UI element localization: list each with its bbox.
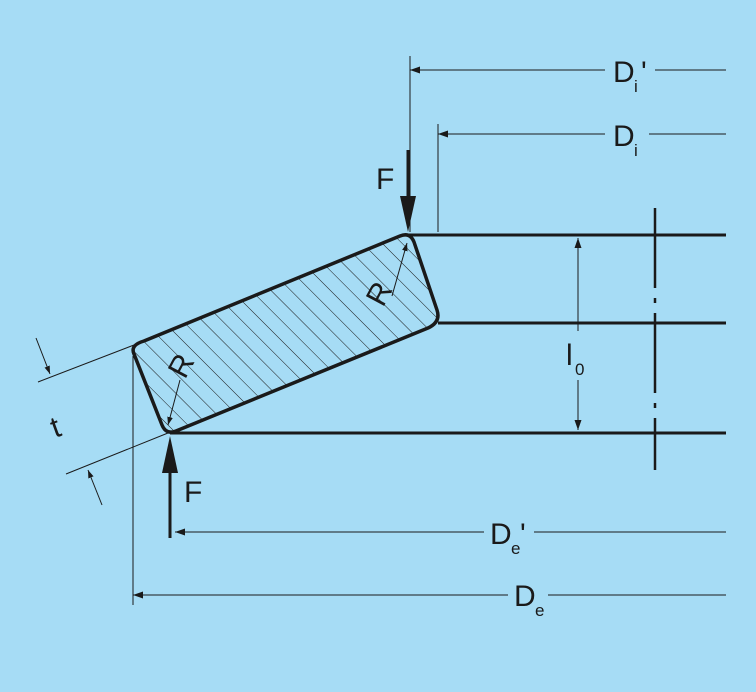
thickness-arrow-top: [35, 337, 51, 375]
di-prime-subscript: i: [634, 77, 638, 96]
force-bottom-arrowhead: [162, 436, 178, 473]
radius-outer-arrow: [167, 379, 181, 426]
de-prime-subscript: e: [511, 539, 520, 558]
di-subscript: i: [634, 141, 638, 160]
de-prime-label: D: [490, 518, 512, 551]
di-label: D: [613, 120, 635, 153]
di-prime-mark: ': [641, 56, 647, 89]
thickness-arrow-bottom: [87, 469, 103, 506]
height-label: l: [566, 339, 573, 372]
de-prime-mark: ': [520, 518, 526, 551]
thickness-extension-top: [37, 344, 135, 383]
force-top-label: F: [376, 163, 394, 196]
radius-inner-arrow: [391, 242, 408, 297]
de-subscript: e: [535, 601, 544, 620]
force-bottom-label: F: [184, 476, 202, 509]
di-prime-label: D: [613, 56, 635, 89]
de-label: D: [514, 580, 536, 613]
spring-cross-section: [131, 233, 440, 434]
force-top-arrowhead: [400, 196, 416, 232]
thickness-label: t: [46, 410, 66, 444]
thickness-extension-bottom: [65, 432, 169, 475]
height-subscript: 0: [575, 360, 584, 379]
